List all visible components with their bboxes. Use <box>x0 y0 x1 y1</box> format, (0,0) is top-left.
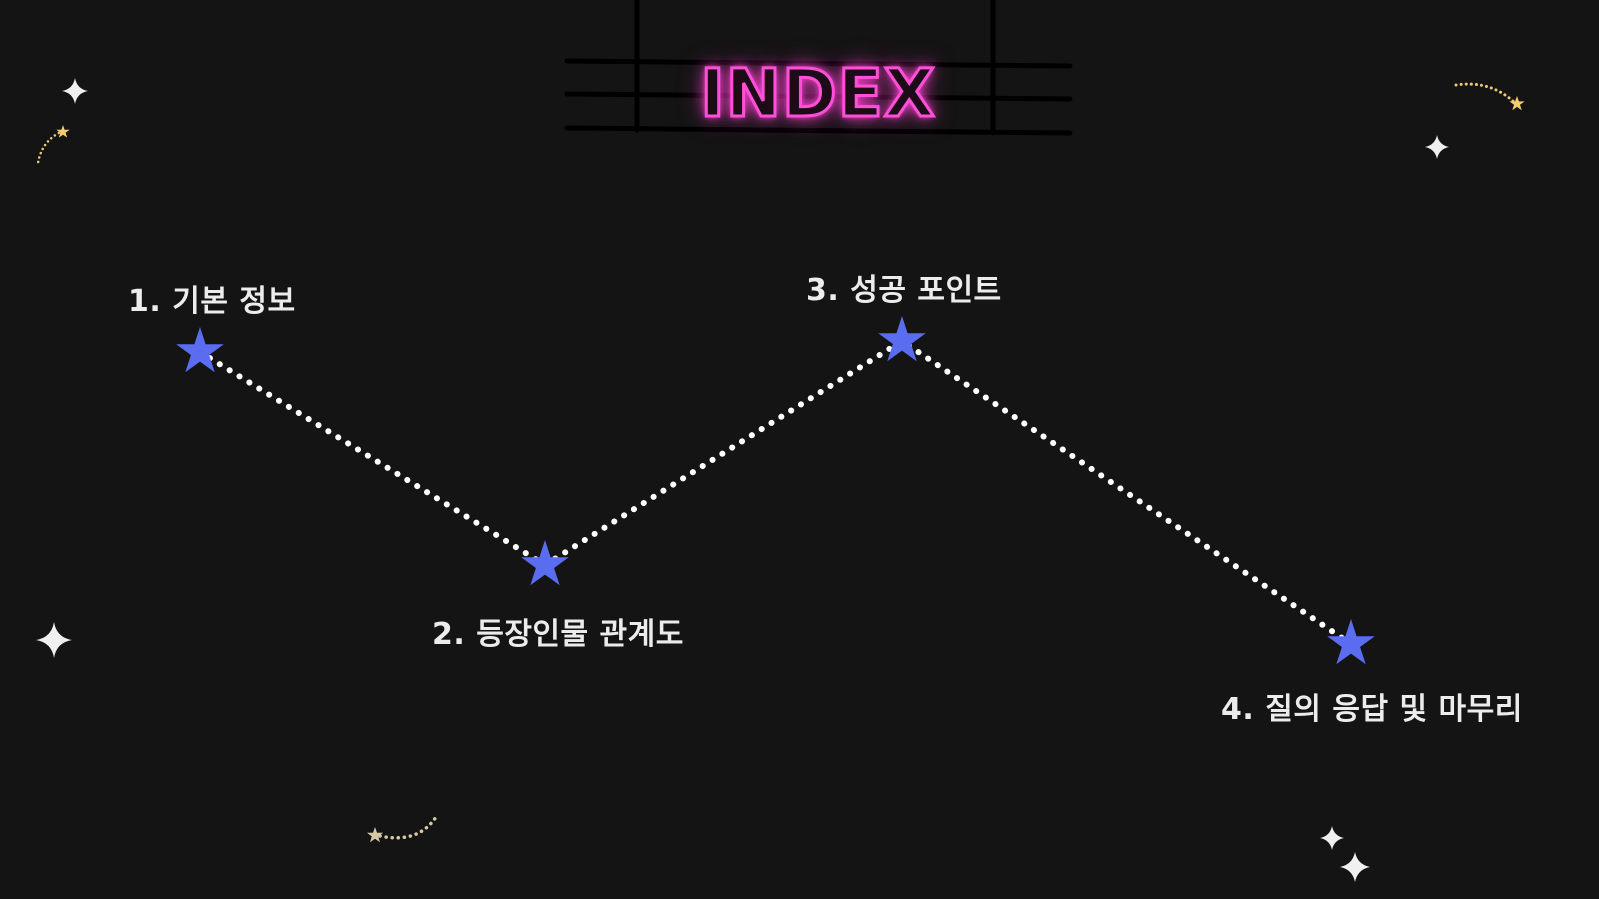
shooting-star-icon <box>366 815 438 843</box>
four-point-sparkle-icon <box>1425 135 1449 159</box>
index-item-success-points: 3. 성공 포인트 <box>806 273 1002 308</box>
star-icon <box>521 540 569 586</box>
star-icon <box>1327 619 1375 665</box>
shooting-star-icon <box>36 125 70 165</box>
grid-line-horizontal-bottom <box>564 125 1073 136</box>
star-icon <box>176 327 224 373</box>
grid-line-horizontal-middle <box>564 91 1073 102</box>
index-item-character-relations: 2. 등장인물 관계도 <box>432 617 684 652</box>
star-icon <box>878 316 926 362</box>
index-item-basic-info: 1. 기본 정보 <box>128 284 296 319</box>
grid-line-horizontal-top <box>564 58 1073 69</box>
four-point-sparkle-icon <box>1320 826 1344 850</box>
dotted-path <box>197 337 1354 647</box>
four-point-sparkle-icon <box>36 622 72 658</box>
title-grid-lines <box>564 0 1073 136</box>
title-board: INDEX <box>565 0 1071 140</box>
page-title: INDEX <box>699 55 937 132</box>
index-item-qna-closing: 4. 질의 응답 및 마무리 <box>1221 692 1523 727</box>
four-point-sparkle-icon <box>1340 852 1370 882</box>
shooting-star-icon <box>1454 82 1525 111</box>
four-point-sparkle-icon <box>62 78 88 104</box>
